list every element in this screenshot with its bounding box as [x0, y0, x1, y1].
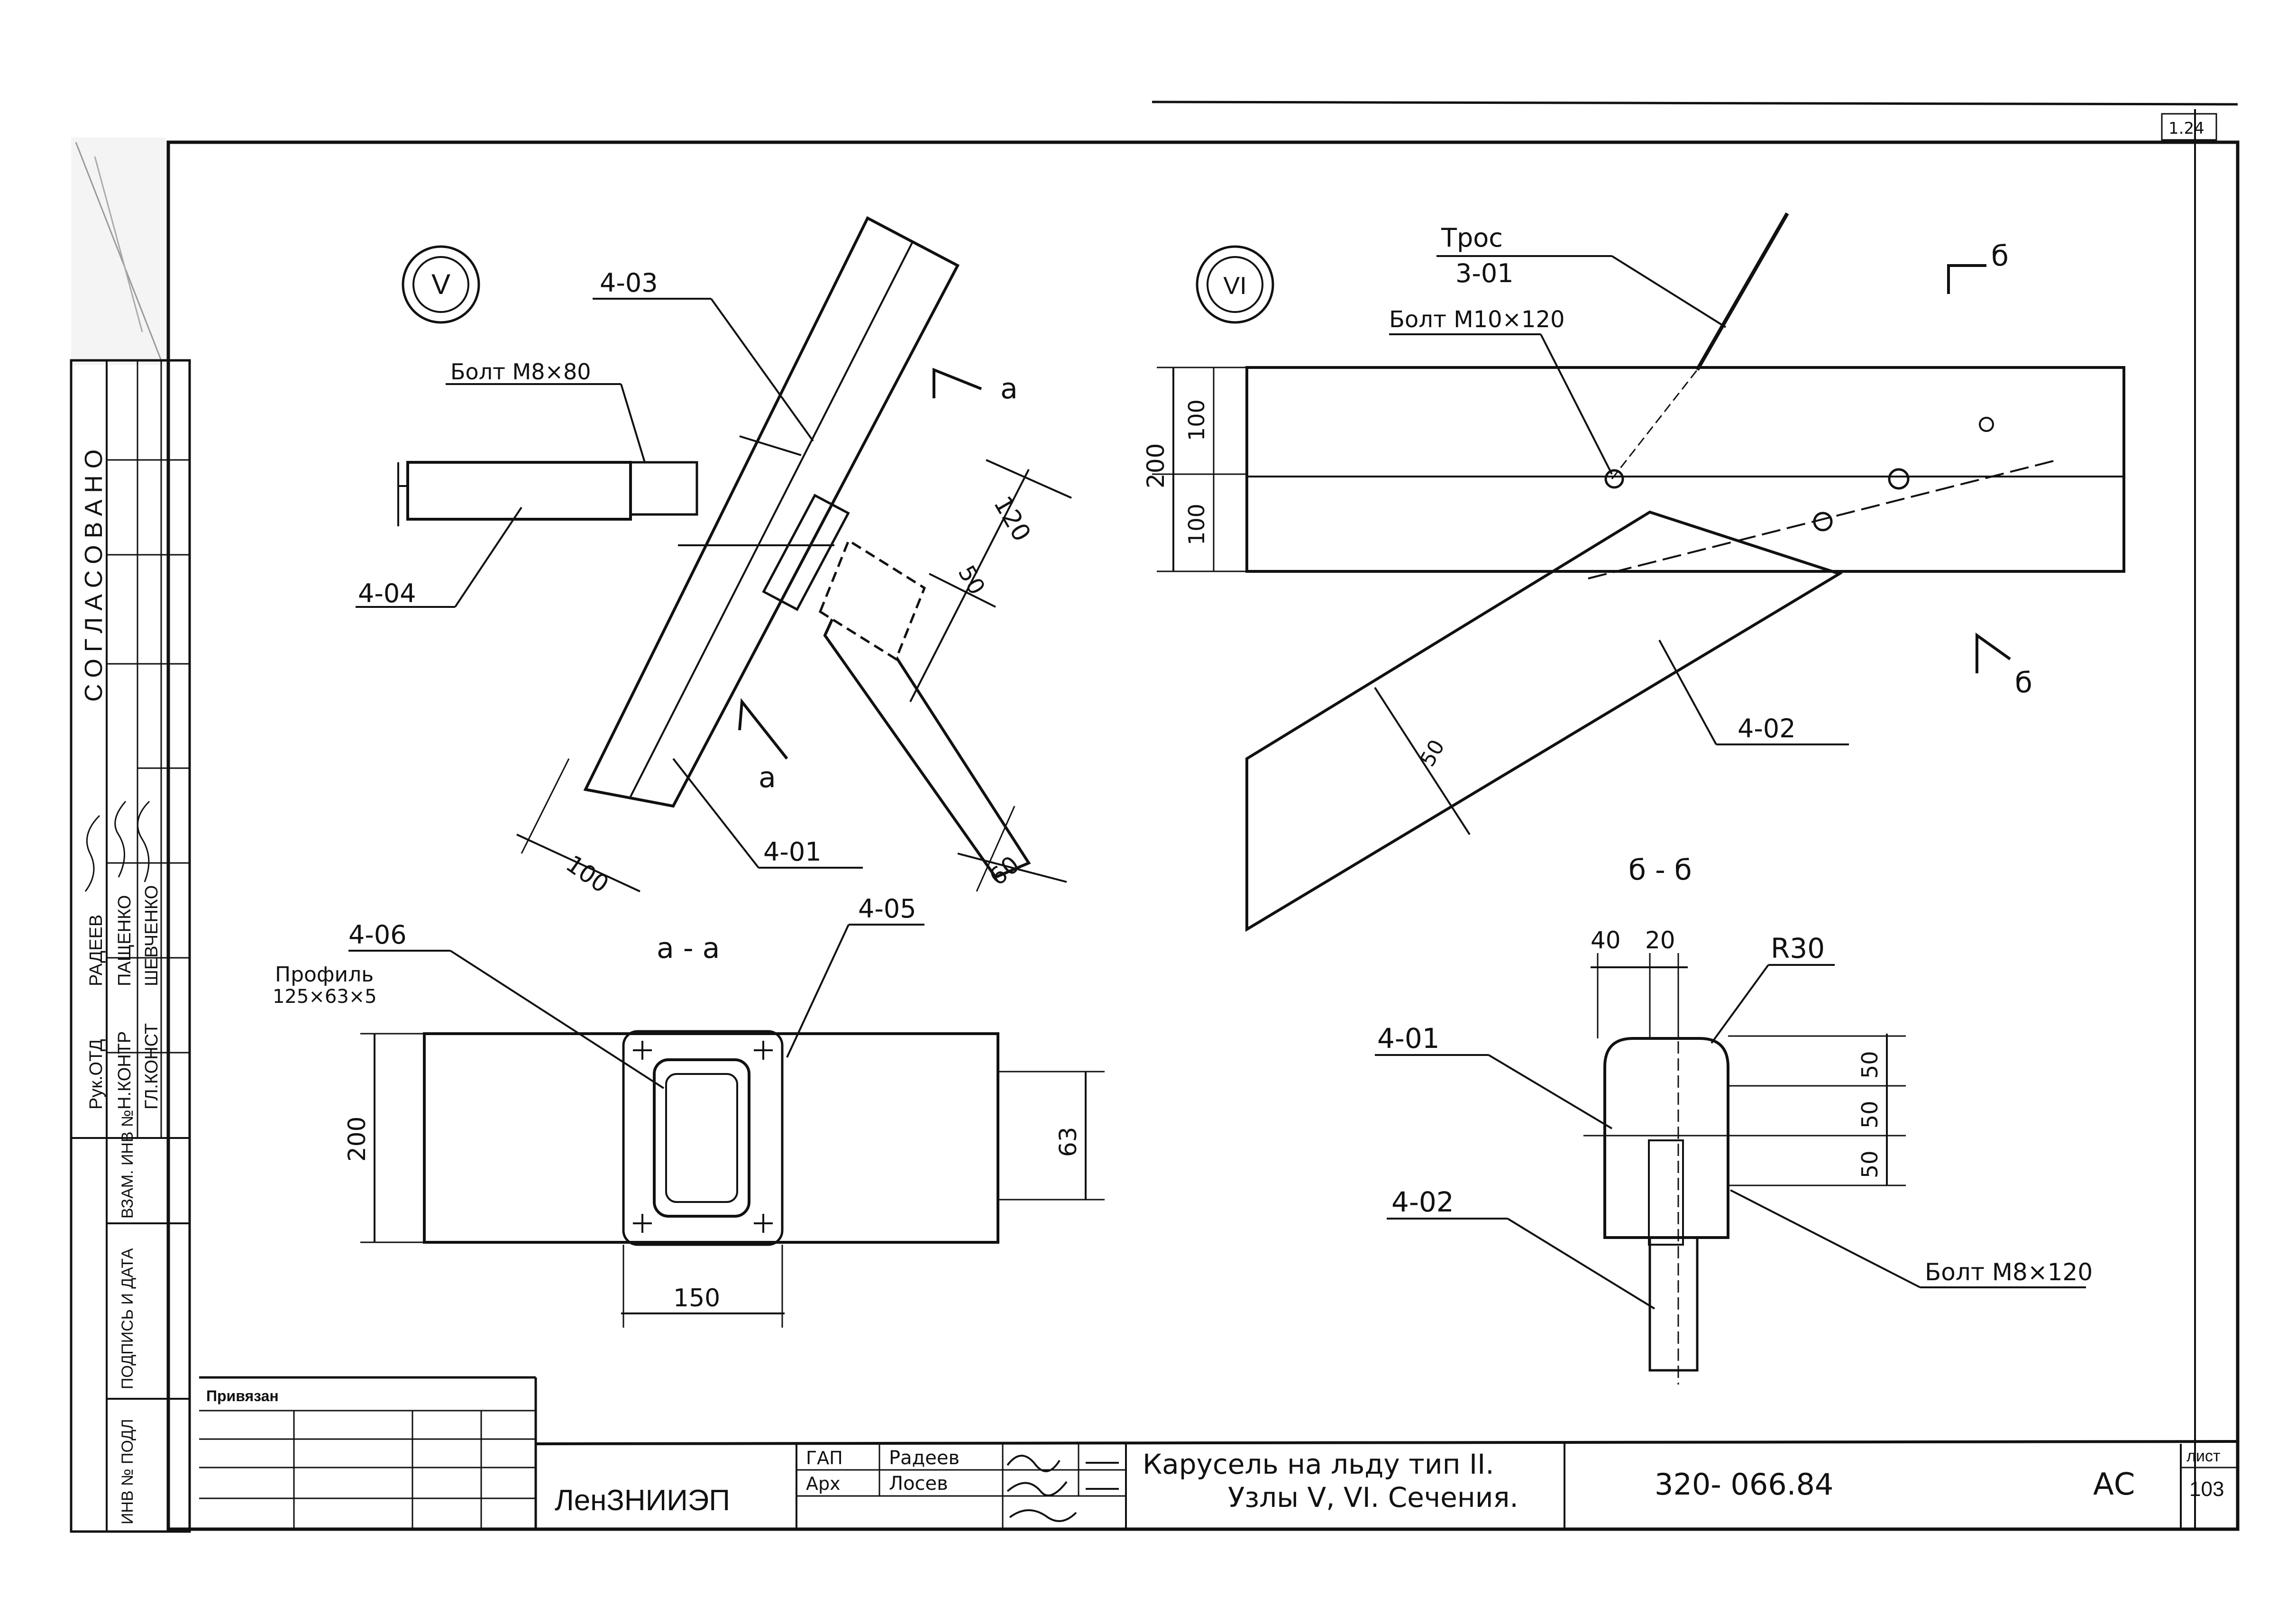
role-chief-designer: ГЛ.КОНСТ [142, 1023, 162, 1110]
dim-vi-200: 200 [1142, 443, 1170, 488]
profile-125x63x5 [653, 1058, 750, 1218]
signatures [1006, 1455, 1077, 1522]
drawing-title-line2: Узлы V, VI. Сечения. [1228, 1481, 1518, 1514]
name-radeev: РАДЕЕВ [86, 915, 106, 986]
dim-a-200: 200 [343, 1117, 371, 1162]
label-4-06: 4-06 [348, 920, 407, 950]
sheet-frame: 1.24 [166, 101, 2240, 1531]
label-b-4-02: 4-02 [1391, 1186, 1454, 1218]
dim-b-50c: 50 [1857, 1150, 1883, 1178]
member-4-01-section [1603, 1037, 1729, 1239]
label-inv-podl: ИНВ № ПОДЛ [119, 1419, 137, 1524]
node-v-badge [402, 245, 480, 324]
label-cable: Трос [1441, 223, 1503, 253]
dim-a-63: 63 [1054, 1127, 1082, 1157]
node-v-view: V а а 4-03 Болт М8×80 4-04 4-01 [356, 216, 1072, 899]
dim-v-100: 100 [561, 850, 613, 898]
drawing-title-line1: Карусель на льду тип II. [1143, 1448, 1494, 1480]
label-b-4-01: 4-01 [1377, 1022, 1440, 1055]
label-4-05: 4-05 [858, 894, 916, 924]
role-head-dept: Рук.ОТД [86, 1039, 106, 1110]
role-norm-control: Н.КОНТР [115, 1031, 135, 1110]
name-arch: Лосев [889, 1473, 948, 1495]
title-block: Привязан ЛенЗНИИЭП ГАП Арх Радеев Лосев … [199, 1376, 2238, 1529]
dim-v-120: 120 [988, 492, 1036, 547]
label-profile: Профиль [275, 963, 374, 987]
stage-code: АС [2093, 1467, 2135, 1502]
org-name: ЛенЗНИИЭП [555, 1484, 730, 1517]
name-gap: Радеев [889, 1447, 960, 1469]
label-4-03: 4-03 [600, 268, 658, 298]
drawing-code: 320- 066.84 [1655, 1467, 1833, 1502]
label-signature-date: ПОДПИСЬ И ДАТА [119, 1248, 137, 1389]
label-4-04: 4-04 [358, 578, 416, 608]
privyazan-label: Привязан [206, 1387, 279, 1404]
dim-b-50b: 50 [1857, 1101, 1883, 1129]
section-a-a: а - а 4-06 Профиль 125×63×5 4-05 200 63 … [273, 894, 1105, 1328]
label-vzam-inv: ВЗАМ. ИНВ № [119, 1110, 137, 1219]
section-b-b: б - б 40 20 R30 50 50 50 4-01 4-02 Болт … [1375, 853, 2093, 1385]
beam-horizontal [1245, 366, 2125, 573]
dim-b-50a: 50 [1857, 1051, 1883, 1079]
section-mark-b-top: б [1991, 239, 2009, 273]
label-bolt-m10x120: Болт М10×120 [1389, 306, 1565, 333]
dim-vi-100a: 100 [1184, 399, 1209, 441]
node-vi-badge-label: VI [1223, 272, 1246, 300]
section-mark-a-bottom: а [759, 761, 776, 794]
agreed-label: СОГЛАСОВАНО [80, 443, 108, 702]
dim-a-150: 150 [673, 1284, 720, 1312]
section-a-title: а - а [657, 932, 720, 965]
node-vi-view: VI б б Трос 3-01 Болт М10×120 4-02 [1142, 212, 2125, 932]
node-v-badge-label: V [431, 268, 450, 300]
label-4-01: 4-01 [763, 837, 822, 867]
dim-v-50: 50 [953, 561, 990, 599]
member-4-02-section [1648, 1236, 1699, 1372]
name-pashchenko: ПАЩЕНКО [115, 895, 135, 986]
label-r30: R30 [1771, 932, 1825, 964]
member-4-01 [583, 216, 960, 808]
sheet-number: 103 [2189, 1477, 2224, 1501]
label-4-02: 4-02 [1738, 714, 1796, 743]
role-gap: ГАП [806, 1448, 843, 1468]
cable-3-01 [1695, 212, 1789, 371]
label-bolt-m8x80: Болт М8×80 [450, 359, 591, 385]
sheet-label: лист [2186, 1447, 2220, 1465]
label-profile-size: 125×63×5 [273, 986, 377, 1008]
label-bolt-m8x120: Болт М8×120 [1925, 1258, 2093, 1286]
dim-vi-50: 50 [1415, 736, 1449, 771]
name-shevchenko: ШЕВЧЕНКО [142, 885, 162, 986]
dim-b-40: 40 [1591, 927, 1621, 954]
section-b-title: б - б [1628, 853, 1692, 887]
plate-4-05 [622, 1030, 784, 1246]
dim-vi-100b: 100 [1184, 504, 1209, 545]
sheet-corner-number: 1.24 [2168, 119, 2205, 138]
section-mark-b-bottom: б [2015, 666, 2032, 699]
member-4-02 [1245, 510, 1843, 932]
role-arch: Арх [806, 1473, 841, 1494]
dim-b-20: 20 [1645, 927, 1675, 954]
label-cable-code: 3-01 [1455, 258, 1514, 288]
dim-v-60: 60 [984, 851, 1025, 891]
section-mark-a-top: а [1000, 372, 1018, 405]
node-vi-badge [1196, 245, 1274, 324]
left-approval-strip: СОГЛАСОВАНО Рук.ОТД Н.КОНТР ГЛ.КОНСТ РАД… [70, 138, 191, 1533]
